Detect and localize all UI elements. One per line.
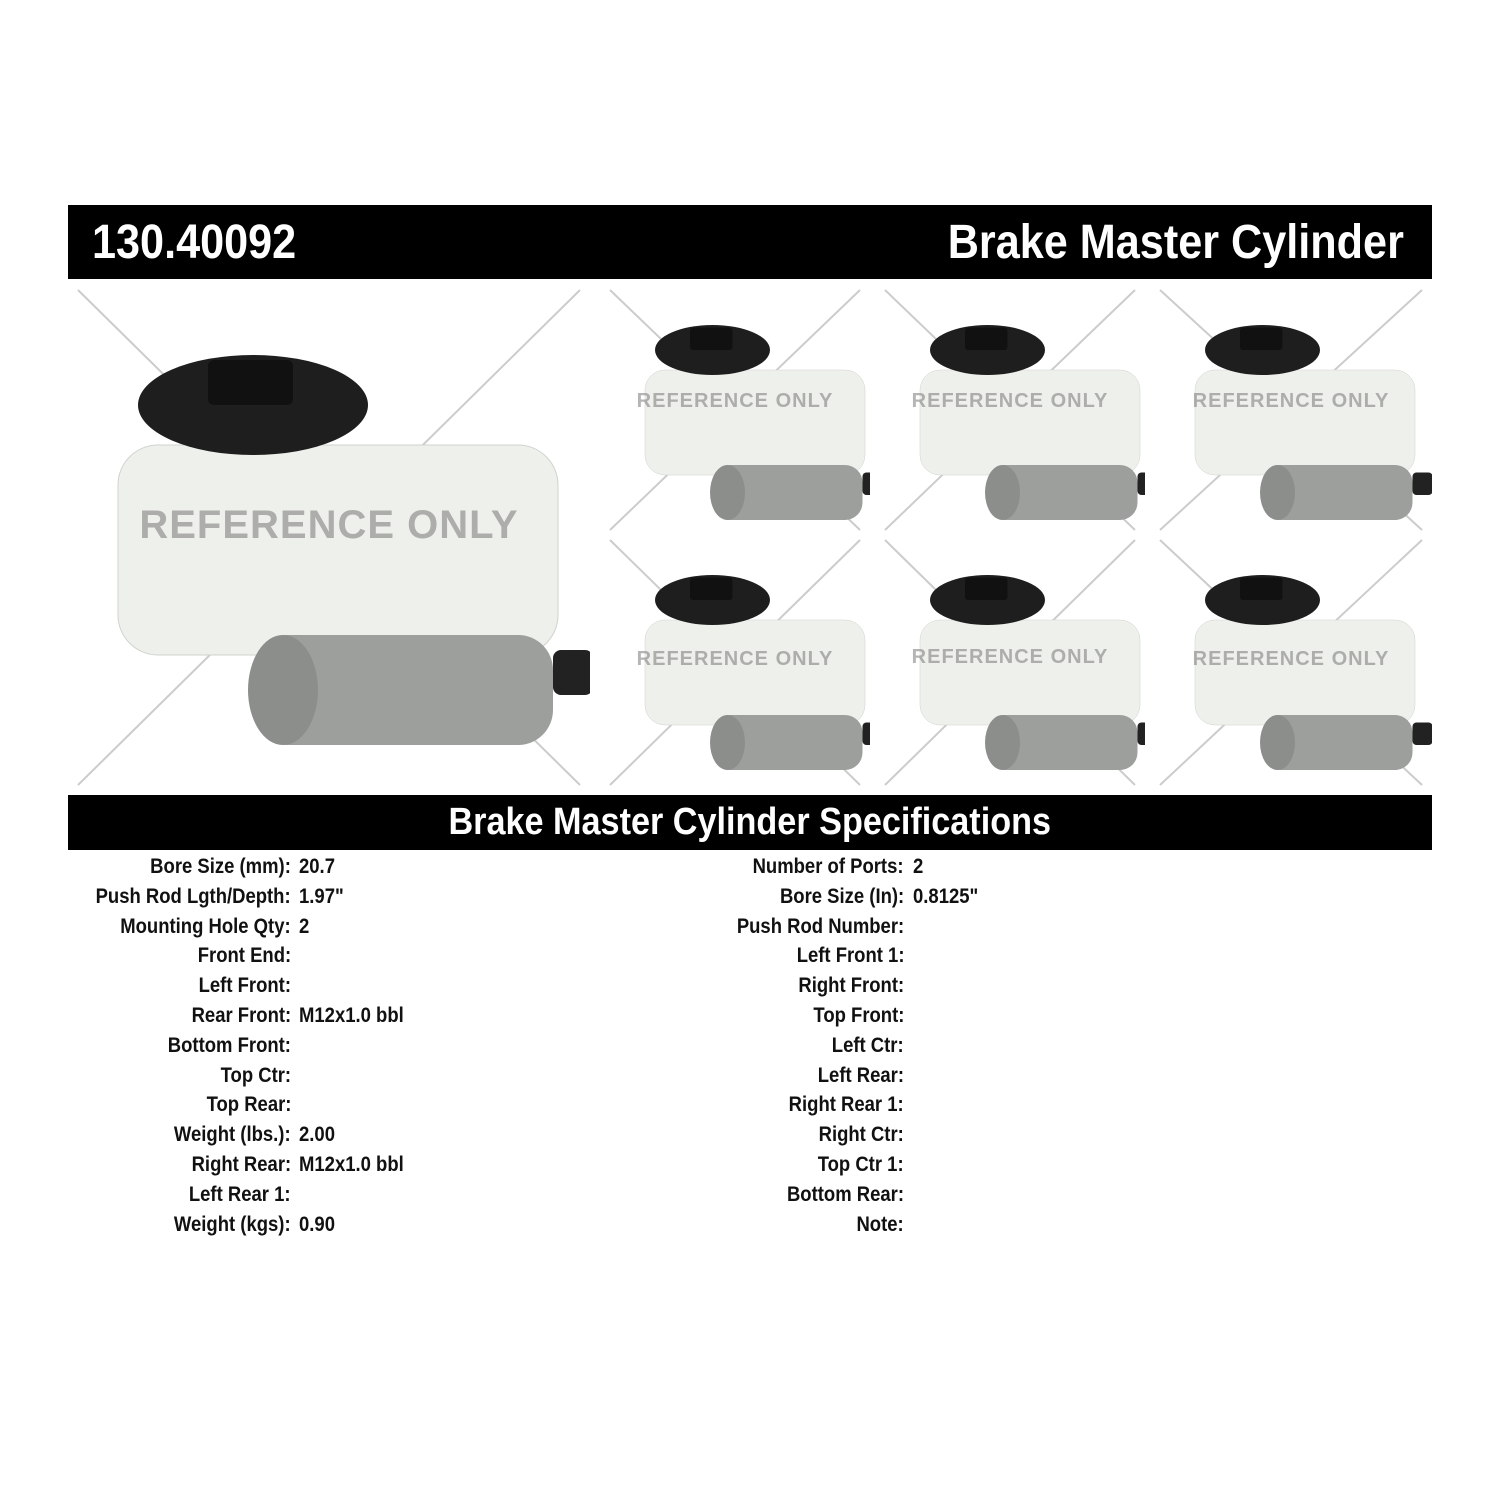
spec-label: Right Rear: [191,1153,291,1176]
spec-value: 0.90 [299,1212,335,1236]
spec-label: Top Rear: [206,1093,291,1117]
spec-label: Right Rear 1: [788,1093,904,1117]
spec-row: Note: [0,1213,1500,1243]
product-thumbnail: REFERENCE ONLY [1150,285,1432,535]
spec-label: Bore Size (In): [779,884,904,908]
spec-title-bar: Brake Master Cylinder Specifications [68,795,1432,850]
spec-label: Right Ctr: [818,1123,904,1147]
spec-row: Right Front: [0,974,1500,1004]
spec-value: 0.8125" [913,884,979,908]
reference-only-watermark: REFERENCE ONLY [911,646,1109,668]
spec-row: Left Front: [0,974,1500,1004]
spec-value: 2.00 [299,1123,335,1147]
spec-row: Left Rear 1: [0,1183,1500,1213]
spec-label: Left Ctr: [832,1033,904,1057]
spec-value: 20.7 [299,855,335,878]
spec-label: Top Ctr: [220,1063,291,1087]
spec-row: Top Rear: [0,1093,1500,1123]
spec-row: Left Ctr: [0,1034,1500,1064]
product-thumbnail: REFERENCE ONLY [875,535,1145,790]
part-number: 130.40092 [92,216,297,269]
spec-row: Weight (lbs.): 2.00 [0,1123,1500,1153]
product-title: Brake Master Cylinder [947,216,1404,269]
spec-label: Push Rod Number: [736,914,904,938]
spec-label: Left Rear 1: [189,1182,291,1206]
spec-value: 2 [299,914,310,938]
spec-row: Number of Ports: 2 [0,855,1500,885]
spec-label: Left Front: [198,974,291,998]
spec-row: Bottom Front: [0,1034,1500,1064]
spec-row: Bore Size (mm): 20.7 [0,855,1500,885]
product-thumbnail: REFERENCE ONLY [1150,535,1432,790]
spec-row: Right Rear 1: [0,1093,1500,1123]
reference-only-watermark: REFERENCE ONLY [636,648,834,670]
spec-value: M12x1.0 bbl [299,1153,404,1176]
spec-row: Push Rod Number: [0,915,1500,945]
spec-value: M12x1.0 bbl [299,1004,404,1027]
cylinder-image [77,289,590,786]
spec-label: Right Front: [798,974,904,998]
cylinder-image [609,289,870,531]
spec-label: Mounting Hole Qty: [120,914,291,938]
cylinder-image [1159,539,1432,786]
spec-row: Weight (kgs): 0.90 [0,1213,1500,1243]
spec-row: Front End: [0,944,1500,974]
spec-row: Rear Front: M12x1.0 bbl [0,1004,1500,1034]
reference-only-watermark: REFERENCE ONLY [1192,648,1390,670]
spec-label: Push Rod Lgth/Depth: [95,884,291,908]
reference-only-watermark: REFERENCE ONLY [911,390,1109,412]
spec-row: Left Front 1: [0,944,1500,974]
spec-row: Top Front: [0,1004,1500,1034]
spec-label: Bottom Front: [167,1033,291,1057]
spec-row: Left Rear: [0,1064,1500,1094]
spec-row: Right Ctr: [0,1123,1500,1153]
spec-label: Left Front 1: [796,944,904,968]
cylinder-image [1159,289,1432,531]
spec-value: 1.97" [299,884,344,908]
spec-row: Mounting Hole Qty: 2 [0,915,1500,945]
spec-row: Top Ctr 1: [0,1153,1500,1183]
spec-label: Number of Ports: [753,855,904,878]
spec-label: Front End: [197,944,291,968]
main-product-image: REFERENCE ONLY [68,285,590,790]
spec-label: Top Ctr 1: [818,1153,904,1176]
spec-row: Bottom Rear: [0,1183,1500,1213]
spec-label: Weight (kgs): [174,1212,291,1236]
cylinder-image [884,289,1145,531]
spec-label: Weight (lbs.): [174,1123,291,1147]
spec-label: Bore Size (mm): [150,855,291,878]
spec-value: 2 [913,855,924,878]
spec-row: Bore Size (In): 0.8125" [0,885,1500,915]
spec-row: Top Ctr: [0,1064,1500,1094]
spec-label: Top Front: [813,1004,904,1027]
spec-label: Note: [856,1212,904,1236]
cylinder-image [884,539,1145,786]
reference-only-watermark: REFERENCE ONLY [139,503,519,547]
spec-label: Rear Front: [191,1004,291,1027]
product-thumbnail: REFERENCE ONLY [875,285,1145,535]
product-thumbnail: REFERENCE ONLY [600,535,870,790]
spec-row: Push Rod Lgth/Depth: 1.97" [0,885,1500,915]
product-thumbnail: REFERENCE ONLY [600,285,870,535]
header-bar: 130.40092 Brake Master Cylinder [68,205,1432,279]
reference-only-watermark: REFERENCE ONLY [636,390,834,412]
spec-label: Bottom Rear: [786,1182,904,1206]
reference-only-watermark: REFERENCE ONLY [1192,390,1390,412]
spec-label: Left Rear: [817,1063,904,1087]
cylinder-image [609,539,870,786]
spec-title: Brake Master Cylinder Specifications [448,801,1052,843]
spec-row: Right Rear: M12x1.0 bbl [0,1153,1500,1183]
